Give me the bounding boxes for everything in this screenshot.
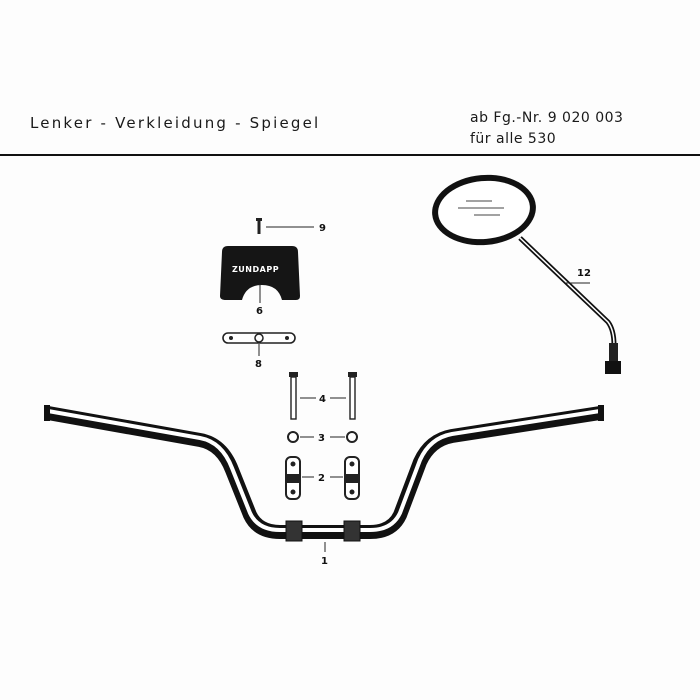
part-4-bolts: 4	[289, 372, 357, 420]
sheet-header: Lenker - Verkleidung - Spiegel ab Fg.-Nr…	[0, 100, 700, 156]
part-3-washers: 3	[287, 431, 358, 444]
part-label-12: 12	[577, 268, 591, 279]
part-2-clamps: 2	[285, 456, 360, 500]
cover-logo: ZUNDAPP	[232, 265, 279, 274]
part-9-screw: 9	[256, 218, 326, 234]
part-1-handlebar: 1	[44, 405, 604, 567]
part-label-9: 9	[319, 223, 326, 234]
part-label-6: 6	[256, 306, 263, 317]
sheet-title: Lenker - Verkleidung - Spiegel	[30, 114, 321, 132]
frame-number-range: ab Fg.-Nr. 9 020 003	[470, 110, 624, 126]
part-label-4: 4	[319, 394, 326, 405]
part-label-1: 1	[321, 556, 328, 567]
part-8-bracket: 8	[222, 332, 296, 370]
model-applicability: für alle 530	[470, 131, 557, 147]
part-label-2: 2	[318, 473, 325, 484]
part-6-cover: ZUNDAPP 6	[220, 246, 300, 317]
part-label-3: 3	[318, 433, 325, 444]
part-12-mirror: 12	[432, 174, 621, 374]
header-divider	[0, 154, 700, 156]
part-label-8: 8	[255, 359, 262, 370]
